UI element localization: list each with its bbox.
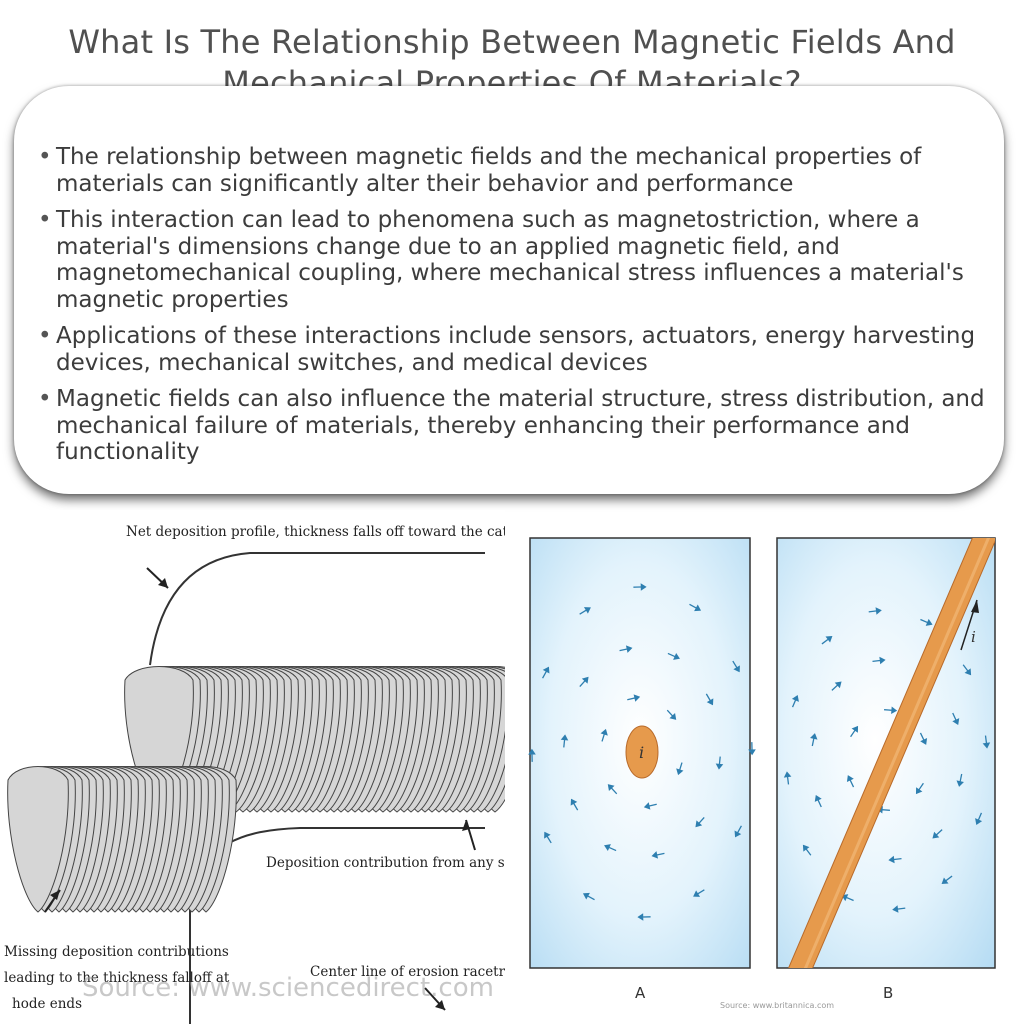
field-arrow (582, 892, 595, 901)
current-symbol-a: i (639, 743, 644, 762)
field-arrow (982, 735, 991, 749)
field-arrow (600, 728, 608, 742)
field-arrow (892, 905, 906, 913)
field-arrow (975, 812, 983, 826)
field-arrow (783, 771, 792, 785)
field-arrow (919, 732, 928, 745)
arrow-mid-head (462, 820, 470, 831)
label-missing-3: hode ends (12, 996, 82, 1012)
field-arrow (544, 831, 552, 844)
panel-b: i B (776, 537, 996, 1002)
label-single-point: Deposition contribution from any single … (266, 855, 505, 871)
field-arrow (579, 676, 589, 688)
field-arrow (831, 681, 842, 691)
field-arrow (627, 694, 641, 702)
summary-card: The relationship between magnetic fields… (14, 86, 1004, 494)
bullet-item: This interaction can lead to phenomena s… (38, 207, 1004, 313)
field-arrow (732, 660, 740, 673)
panel-a-label: A (635, 984, 646, 1002)
field-arrow (872, 656, 886, 665)
field-arrow (850, 725, 859, 738)
field-arrow (791, 694, 799, 708)
deposition-diagram: Net deposition profile, thickness falls … (0, 510, 505, 1024)
bullet-list: The relationship between magnetic fields… (14, 86, 1004, 466)
field-arrow (695, 816, 705, 828)
current-arrow-head (971, 600, 979, 613)
front-slice-stack (7, 766, 237, 913)
field-arrow (689, 603, 702, 612)
field-arrow (637, 913, 651, 921)
deposition-profile-curve (149, 552, 485, 666)
field-arrow (802, 844, 812, 856)
field-arrow (748, 742, 756, 756)
field-arrow (560, 734, 569, 748)
field-arrow (676, 762, 684, 776)
field-arrow (633, 583, 647, 591)
magnetic-field-diagram: i A i B Source: www.britannica.com (528, 537, 996, 1010)
field-arrow (651, 851, 665, 859)
source-britannica: Source: www.britannica.com (720, 1001, 834, 1010)
bullet-item: Magnetic fields can also influence the m… (38, 386, 1004, 466)
label-net-deposition: Net deposition profile, thickness falls … (126, 524, 505, 540)
deposition-slice (7, 766, 69, 913)
field-arrow (542, 666, 550, 679)
panel-b-label: B (883, 984, 893, 1002)
field-arrow (810, 733, 818, 747)
field-arrow (643, 802, 657, 810)
field-arrow (666, 709, 677, 720)
field-arrow (888, 855, 902, 864)
panel-a: i A (528, 537, 756, 1002)
field-arrow (705, 693, 714, 706)
field-arrow (734, 825, 742, 838)
arrow-top-head (158, 578, 168, 588)
bullet-item: The relationship between magnetic fields… (38, 144, 1004, 197)
field-arrow (868, 607, 882, 615)
field-arrow (604, 844, 617, 852)
field-arrow (884, 706, 898, 715)
field-arrow (579, 607, 591, 615)
label-missing-2: leading to the thickness falloff at (4, 970, 230, 986)
field-arrow (932, 829, 943, 839)
field-arrow (821, 635, 833, 645)
field-arrow (846, 775, 855, 788)
field-arrow (715, 756, 724, 770)
page-title: What Is The Relationship Between Magneti… (68, 23, 956, 102)
field-arrow (920, 618, 933, 626)
panel-a-field-arrows (528, 583, 756, 921)
conductor-cross-section (625, 725, 659, 779)
arrow-missing-head (50, 890, 60, 900)
field-arrow (915, 782, 924, 795)
watermark-sciencedirect: Source: www.sciencedirect.com (82, 973, 494, 1003)
label-center-line: Center line of erosion racetrack (310, 964, 505, 980)
field-arrow (841, 894, 854, 902)
field-arrow (667, 652, 680, 660)
field-arrow (952, 712, 960, 726)
field-arrow (570, 798, 579, 811)
current-symbol-b: i (971, 628, 976, 646)
field-arrow (941, 875, 953, 885)
field-arrow (962, 664, 972, 676)
field-arrow (619, 645, 633, 653)
label-missing-1: Missing deposition contributions (4, 944, 229, 960)
back-slice-stack (124, 666, 505, 813)
field-arrow (956, 773, 964, 787)
field-arrow (814, 794, 822, 808)
field-arrow (607, 784, 618, 795)
bullet-item: Applications of these interactions inclu… (38, 323, 1004, 376)
arrow-center-head (435, 1000, 445, 1010)
field-arrow (693, 889, 705, 897)
field-arrow (528, 748, 536, 762)
